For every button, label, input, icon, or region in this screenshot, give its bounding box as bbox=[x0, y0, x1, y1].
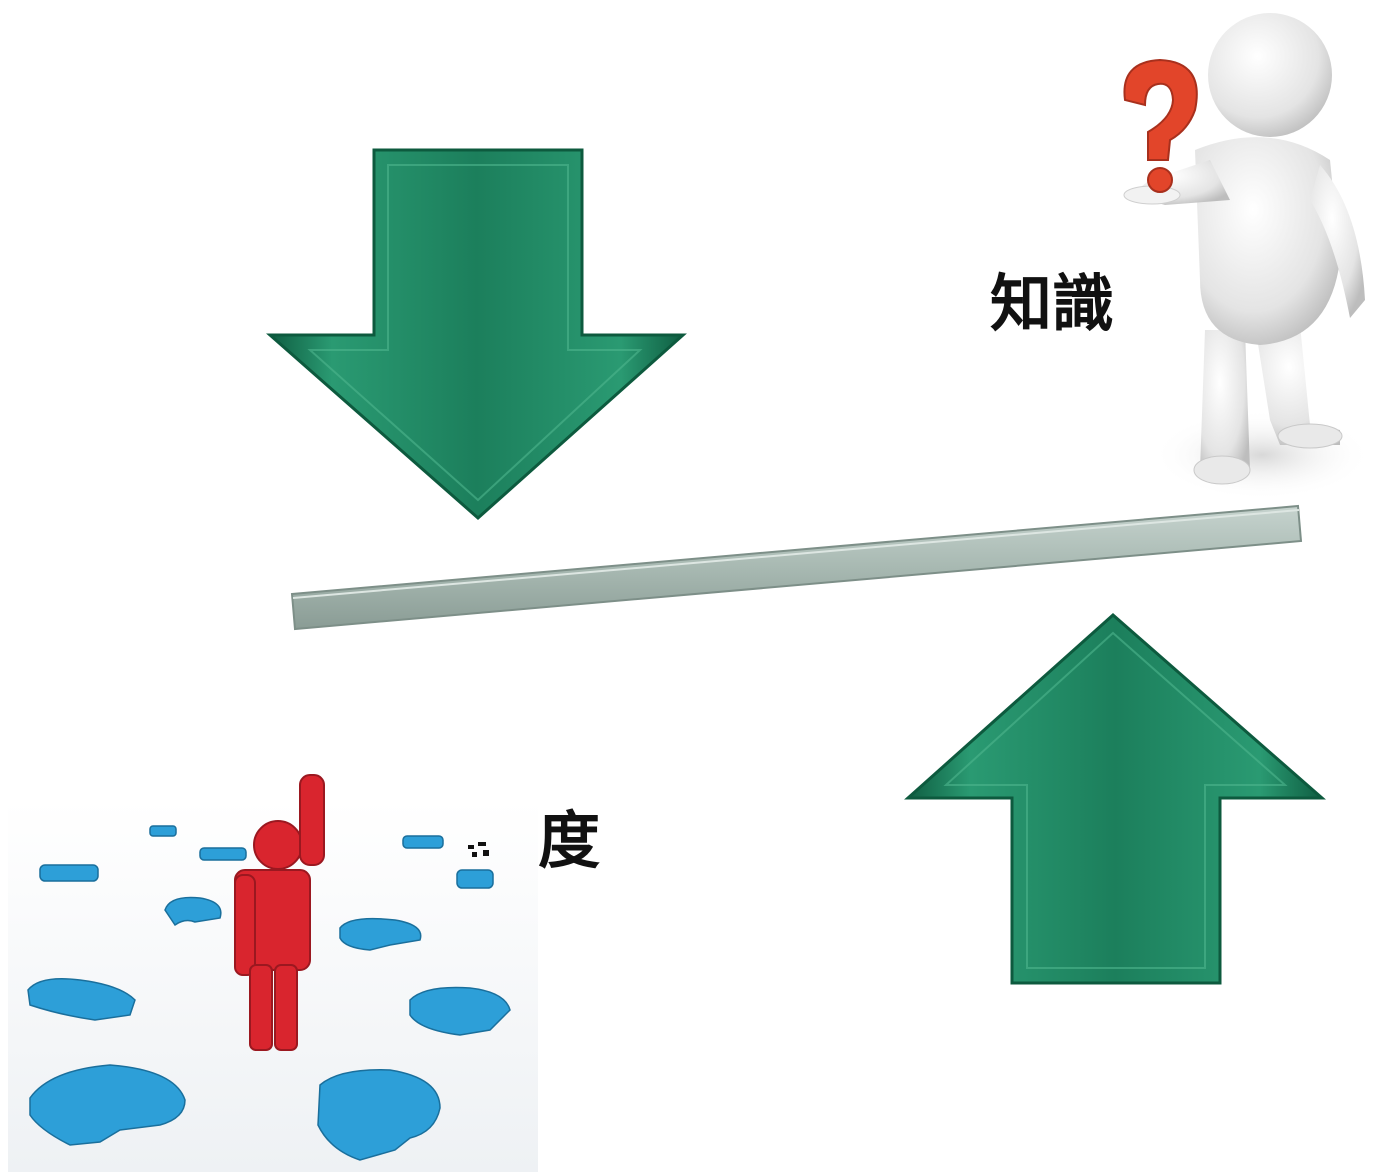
person-with-question-icon bbox=[1123, 13, 1372, 500]
knowledge-label: 知識 bbox=[990, 267, 1114, 340]
balance-beam bbox=[290, 504, 1303, 631]
attitude-label: 度 bbox=[538, 804, 600, 877]
arrow-up-icon bbox=[904, 612, 1326, 985]
question-marks-crowd-icon bbox=[8, 774, 538, 1172]
arrow-down-icon bbox=[266, 148, 687, 521]
red-question-mark-icon bbox=[1123, 58, 1198, 193]
red-figure-icon bbox=[234, 774, 325, 1051]
speckle-icon bbox=[468, 842, 489, 857]
